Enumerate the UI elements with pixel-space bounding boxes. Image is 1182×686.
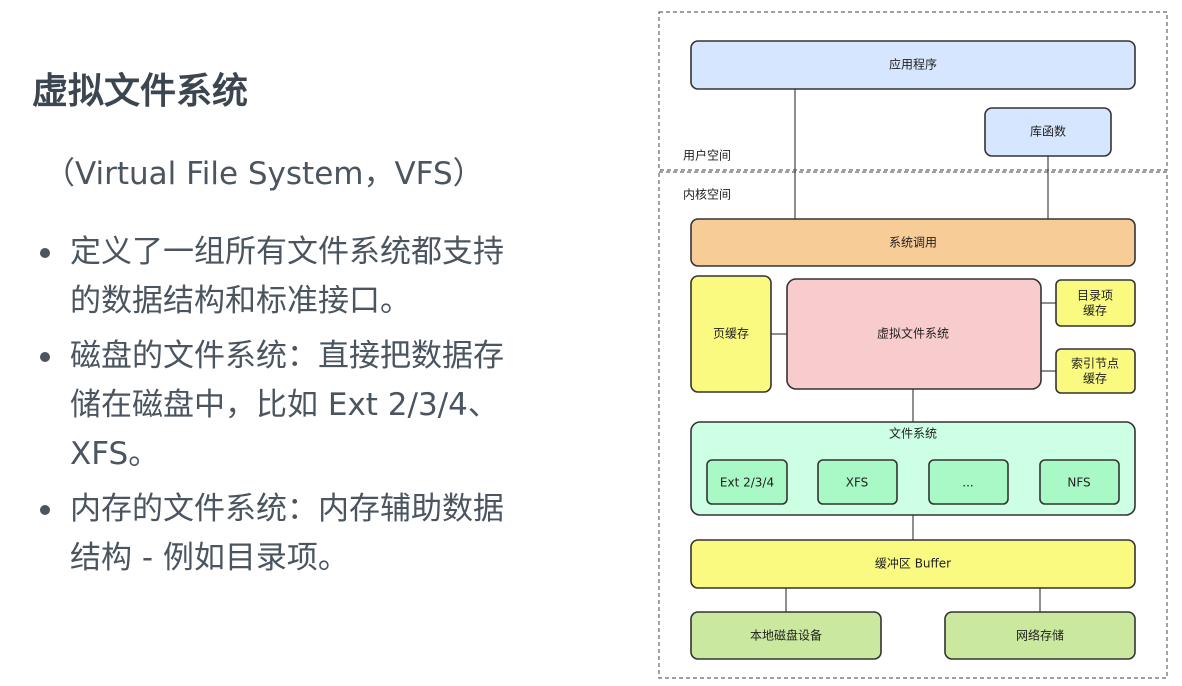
vfs-box [786,278,1042,390]
app-box [690,40,1136,90]
bullet-dot-icon [40,352,50,362]
fs-item-nfs [1039,459,1120,505]
bullet-item: 定义了一组所有文件系统都支持的数据结构和标准接口。 [38,228,518,326]
vfs-label: 虚拟文件系统 [877,326,949,341]
dentry-cache-label-line2: 缓存 [1083,304,1107,318]
user-space-region [658,11,1168,171]
page-cache-box [690,275,772,393]
fs-item-xfs-label: XFS [846,476,869,490]
bullet-text: 定义了一组所有文件系统都支持的数据结构和标准接口。 [70,234,504,319]
syscall-label: 系统调用 [889,236,937,250]
bullet-text: 磁盘的文件系统：直接把数据存储在磁盘中，比如 Ext 2/3/4、XFS。 [70,338,504,472]
fs-item-nfs-label: NFS [1067,476,1090,490]
fs-item-ext-label: Ext 2/3/4 [720,476,774,490]
dentry-cache-box [1055,279,1136,327]
filesystem-box [690,421,1136,516]
page-cache-label: 页缓存 [713,327,749,341]
bullet-item: 磁盘的文件系统：直接把数据存储在磁盘中，比如 Ext 2/3/4、XFS。 [38,332,518,479]
inode-cache-label-line1: 索引节点 [1071,357,1119,371]
bullet-text: 内存的文件系统：内存辅助数据结构 - 例如目录项。 [70,491,504,576]
fs-item-ellipsis [928,459,1009,505]
inode-cache-box [1055,348,1136,394]
inode-cache-label-line2: 缓存 [1083,372,1107,386]
bullet-item: 内存的文件系统：内存辅助数据结构 - 例如目录项。 [38,485,518,583]
slide-subtitle: （Virtual File System，VFS） [44,156,484,192]
app-label: 应用程序 [889,57,937,72]
local-disk-label: 本地磁盘设备 [750,628,822,643]
buffer-box [690,539,1136,589]
fs-item-xfs [817,459,898,505]
fs-item-ext [706,459,788,505]
user-space-label: 用户空间 [683,148,731,163]
dentry-cache-label-line1: 目录项 [1077,289,1113,303]
connector-lines [771,89,1056,612]
lib-label: 库函数 [1030,124,1066,139]
kernel-space-region [658,171,1168,679]
syscall-box [690,218,1136,267]
network-storage-label: 网络存储 [1016,628,1064,643]
slide-title: 虚拟文件系统 [32,71,249,112]
network-storage-box [944,611,1136,660]
local-disk-box [690,611,882,660]
bullet-list: 定义了一组所有文件系统都支持的数据结构和标准接口。 磁盘的文件系统：直接把数据存… [38,228,518,589]
kernel-space-label: 内核空间 [683,188,731,202]
lib-box [984,107,1112,157]
fs-item-ellipsis-label: ... [962,476,973,490]
filesystem-label: 文件系统 [889,426,937,441]
buffer-label: 缓冲区 Buffer [875,556,951,571]
bullet-dot-icon [40,505,50,515]
bullet-dot-icon [40,248,50,258]
